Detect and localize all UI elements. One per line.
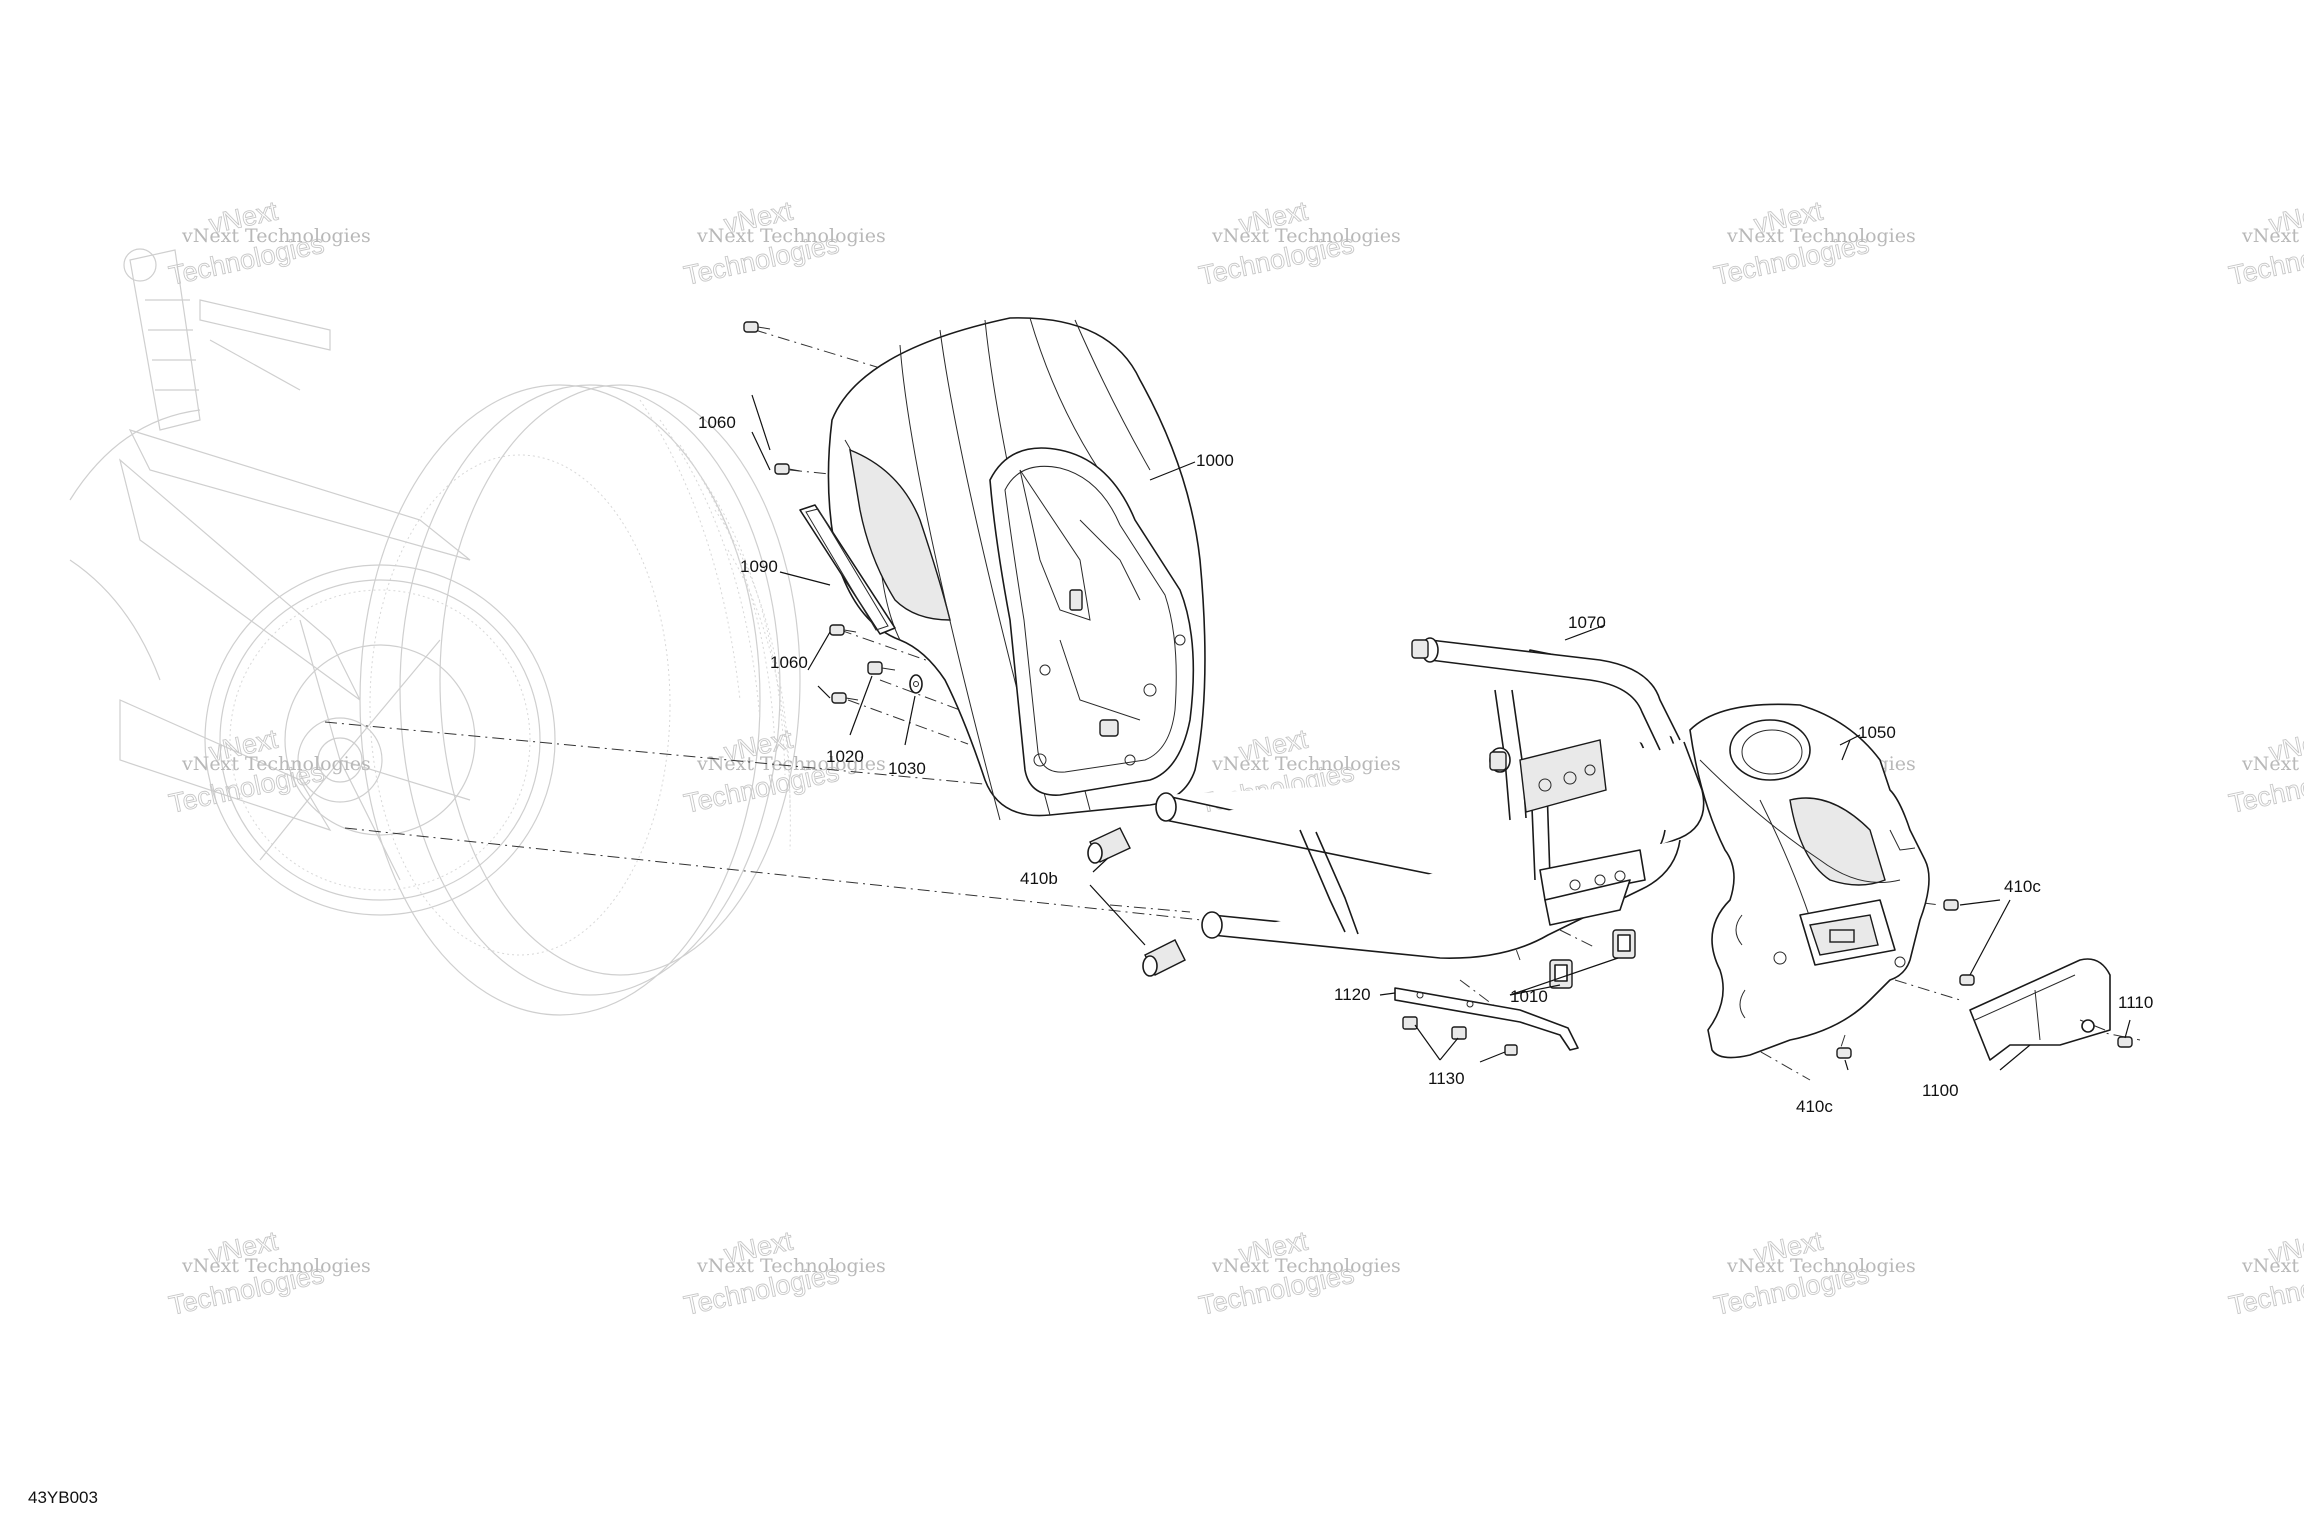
watermark: Technologies vNext vNext Technologies [166, 1225, 371, 1321]
part-1090-reflector [799, 504, 896, 635]
part-1010-clip-left [1549, 959, 1573, 989]
watermark: Technologies vNext vNext Technologies [2226, 723, 2304, 819]
watermark: Technologies vNext vNext Technologies [1196, 195, 1401, 291]
part-410c-screw-top [1943, 899, 1959, 911]
callout-410b: 410b [1020, 869, 1058, 888]
ghost-rear-wheel-assembly [69, 248, 801, 1016]
callout-1060-upper: 1060 [698, 413, 736, 432]
svg-text:vNext Technologies: vNext Technologies [181, 753, 371, 775]
watermark: Technologies vNext vNext Technologies [166, 195, 371, 291]
part-1130-nut-b [1451, 1026, 1467, 1040]
svg-text:vNext Technologies: vNext Technologies [696, 225, 886, 247]
callout-1090: 1090 [740, 557, 778, 576]
watermark: Technologies vNext vNext Technologies [681, 1225, 886, 1321]
svg-text:vNext Technologies: vNext Technologies [2241, 1255, 2304, 1277]
callout-410c-top: 410c [2004, 877, 2041, 896]
watermark: Technologies vNext vNext Technologies [681, 195, 886, 291]
watermark: Technologies vNext vNext Technologies [2226, 1225, 2304, 1321]
svg-text:vNext Technologies: vNext Technologies [1211, 753, 1401, 775]
svg-text:vNext Technologies: vNext Technologies [181, 1255, 371, 1277]
part-410c-screw-bottom [1836, 1047, 1852, 1059]
svg-text:vNext Technologies: vNext Technologies [1211, 1255, 1401, 1277]
part-1020-bolt [867, 661, 896, 675]
callout-1110: 1110 [2118, 993, 2153, 1012]
part-1110-washer [2081, 1019, 2095, 1033]
watermark: Technologies vNext vNext Technologies [1196, 1225, 1401, 1321]
callout-1030: 1030 [888, 759, 926, 778]
part-1060-screw-mid [774, 463, 801, 475]
part-1070-tube-frame [1155, 637, 1705, 959]
callout-410c-bottom: 410c [1796, 1097, 1833, 1116]
part-1060-screw-bottom [831, 692, 859, 704]
part-410b-bolt-lower [1142, 939, 1186, 977]
part-1130-nut-a [1402, 1016, 1418, 1030]
callout-1100: 1100 [1922, 1081, 1959, 1100]
part-1060-screw-top [743, 321, 771, 333]
watermark: Technologies vNext vNext Technologies [2226, 195, 2304, 291]
diagram-code: 43YB003 [28, 1488, 98, 1507]
part-1130-nut-c [1504, 1044, 1518, 1056]
svg-text:vNext Technologies: vNext Technologies [696, 1255, 886, 1277]
svg-text:vNext Technologies: vNext Technologies [1726, 225, 1916, 247]
svg-text:vNext Technologies: vNext Technologies [696, 753, 886, 775]
part-1110-screw [2117, 1036, 2133, 1048]
watermark: Technologies vNext vNext Technologies [681, 723, 886, 819]
part-1050-rear-cover [1689, 703, 1930, 1059]
svg-text:vNext Technologies: vNext Technologies [2241, 225, 2304, 247]
part-1060-screw-lower [829, 624, 857, 636]
part-1030-washer [909, 674, 923, 694]
callout-1060-lower: 1060 [770, 653, 808, 672]
callout-1020: 1020 [826, 747, 864, 766]
callout-1050: 1050 [1858, 723, 1896, 742]
svg-text:vNext Technologies: vNext Technologies [2241, 753, 2304, 775]
svg-text:vNext Technologies: vNext Technologies [1726, 1255, 1916, 1277]
watermark: Technologies vNext vNext Technologies [1711, 1225, 1916, 1321]
watermark: Technologies vNext vNext Technologies [1711, 195, 1916, 291]
part-410b-bolt-upper [1087, 827, 1131, 864]
callout-labels: 1000 1060 1090 1060 1020 1030 1070 1050 … [698, 413, 2153, 1116]
callout-1070: 1070 [1568, 613, 1606, 632]
watermark-grid: Technologies vNext vNext Technologies Te… [166, 195, 2304, 1321]
callout-1130: 1130 [1428, 1069, 1465, 1088]
leader-lines [751, 394, 2131, 1071]
svg-text:vNext Technologies: vNext Technologies [1211, 225, 1401, 247]
part-1010-clip-right [1612, 929, 1636, 959]
part-1120-bracket [1394, 987, 1579, 1051]
svg-text:vNext Technologies: vNext Technologies [181, 225, 371, 247]
callout-1000: 1000 [1196, 451, 1234, 470]
callout-1120: 1120 [1334, 985, 1371, 1004]
part-410c-screw-mid [1959, 974, 1975, 986]
part-1100-side-panel [1969, 958, 2111, 1061]
callout-1010: 1010 [1510, 987, 1548, 1006]
part-1000-rear-fender [827, 317, 1206, 821]
